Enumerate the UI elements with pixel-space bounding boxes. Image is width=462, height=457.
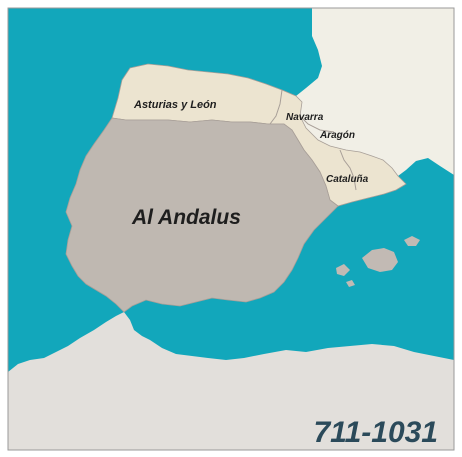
al-andalus-region (65, 117, 339, 313)
label-navarra: Navarra (286, 112, 324, 123)
border-aragon-cataluna (339, 149, 357, 191)
ibiza-island (336, 264, 350, 276)
north-africa-land (8, 312, 454, 450)
period-caption: 711-1031 (313, 416, 438, 449)
menorca-island (404, 236, 420, 246)
label-al-andalus: Al Andalus (131, 206, 241, 229)
france-land (296, 8, 454, 176)
map-frame (7, 7, 455, 451)
formentera-island (346, 280, 355, 287)
label-cataluna: Cataluña (326, 174, 369, 185)
mallorca-island (362, 248, 398, 272)
label-aragon: Aragón (319, 130, 355, 141)
label-asturias-leon: Asturias y León (133, 99, 217, 111)
border-navarra-aragon (299, 115, 335, 133)
border-asturias-navarra (269, 89, 283, 125)
